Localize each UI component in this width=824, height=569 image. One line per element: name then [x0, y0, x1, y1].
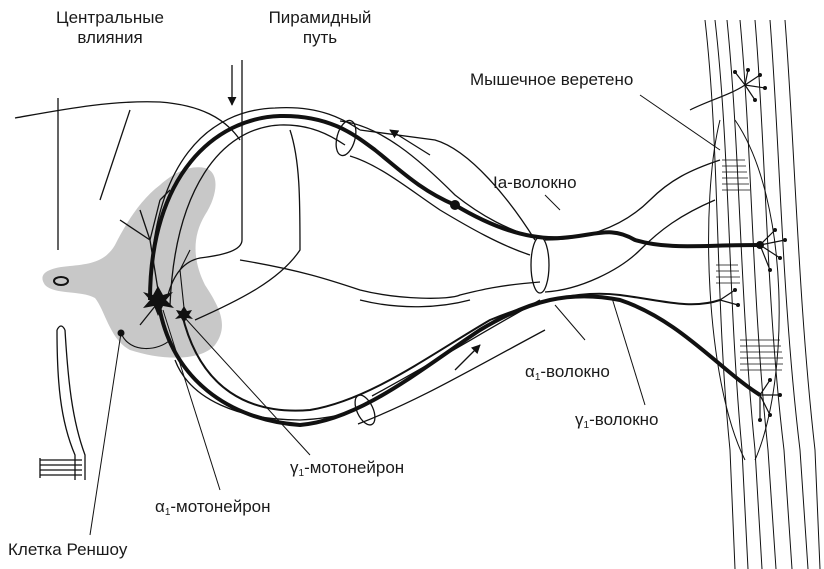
spinal-ganglion-cell	[450, 200, 460, 210]
label-muscle-spindle: Мышечное веретено	[470, 70, 633, 90]
label-ia-fiber: Ia-волокно	[493, 173, 577, 193]
label-gamma-fiber: γ1-волокно	[575, 410, 659, 433]
alpha-mn-sub: 1	[165, 507, 171, 518]
label-pyramidal-line2: путь	[255, 28, 385, 48]
label-alpha-motoneuron: α1-мотонейрон	[155, 497, 271, 520]
label-alpha-fiber: α1-волокно	[525, 362, 610, 385]
alpha-mn-greek: α	[155, 497, 165, 516]
gamma-fiber-greek: γ	[575, 410, 584, 429]
label-renshaw-cell: Клетка Реншоу	[8, 540, 127, 560]
label-pyramidal-tract: Пирамидный путь	[255, 8, 385, 48]
ventral-root-outline	[175, 130, 545, 428]
alpha-fiber-text: -волокно	[540, 362, 609, 381]
label-central-line1: Центральные	[30, 8, 190, 28]
label-pyramidal-line1: Пирамидный	[255, 8, 385, 28]
alpha-fiber-greek: α	[525, 362, 535, 381]
gamma-mn-text: -мотонейрон	[304, 458, 404, 477]
spindle-striations	[716, 160, 783, 370]
alpha-fiber-sub: 1	[535, 372, 541, 383]
efferent-direction-arrow	[455, 345, 480, 370]
afferent-direction-arrow	[390, 130, 430, 155]
alpha-efferent-fiber	[158, 296, 760, 425]
muscle-fibres	[705, 20, 820, 569]
gamma-fiber-text: -волокно	[589, 410, 658, 429]
alpha-mn-text: -мотонейрон	[170, 497, 270, 516]
label-central-influences: Центральные влияния	[30, 8, 190, 48]
label-gamma-motoneuron: γ1-мотонейрон	[290, 458, 404, 481]
gamma-fiber-sub: 1	[584, 420, 590, 431]
label-central-line2: влияния	[30, 28, 190, 48]
gamma-mn-sub: 1	[299, 468, 305, 479]
gamma-mn-greek: γ	[290, 458, 299, 477]
